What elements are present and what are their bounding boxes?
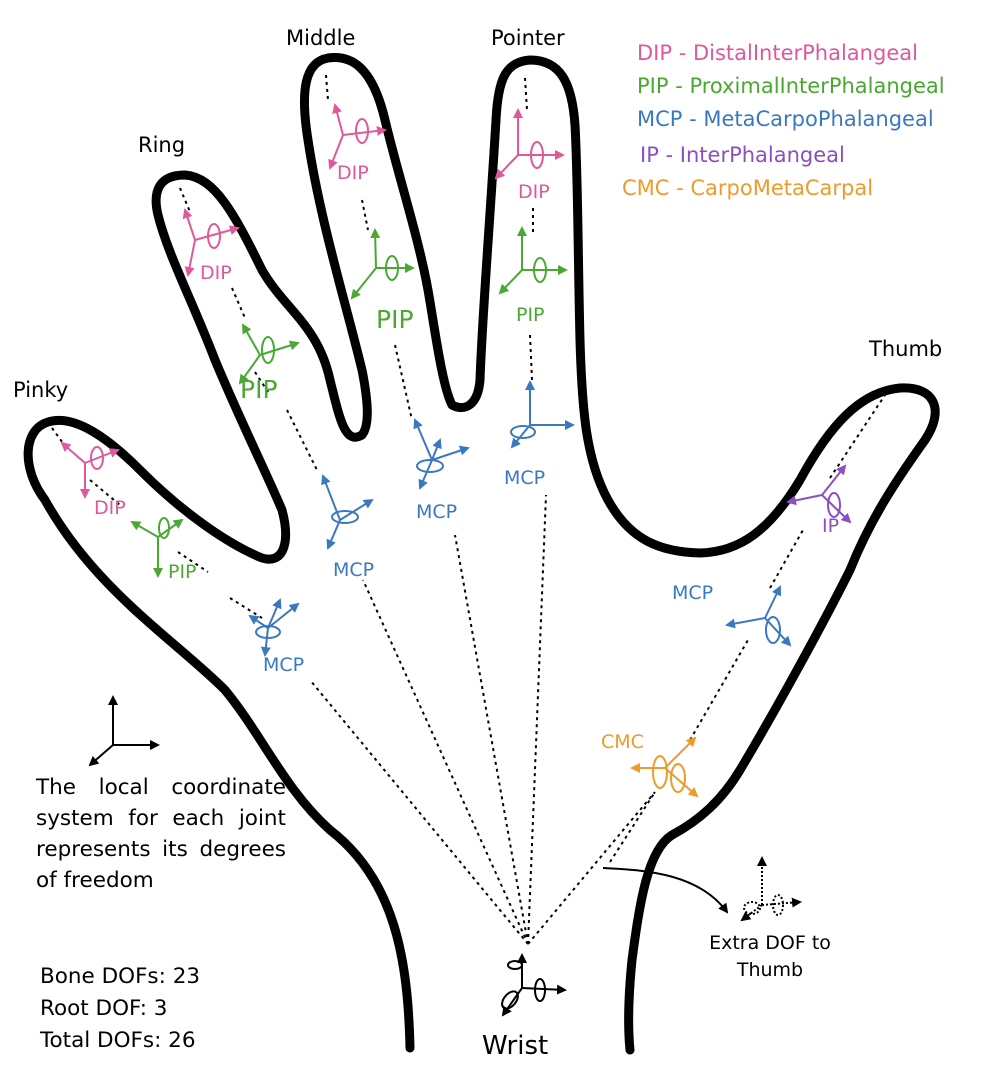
- ring-dip-frame: [182, 208, 240, 277]
- legend-cmc: CMC - CarpoMetaCarpal: [622, 176, 873, 200]
- wrist-frame: [501, 953, 567, 1017]
- finger-label-pointer: Pointer: [491, 26, 565, 50]
- middle-dip-frame: [328, 103, 387, 170]
- legend-ip: IP - InterPhalangeal: [640, 143, 845, 167]
- root-dof: Root DOF: 3: [40, 996, 168, 1021]
- bone-lines: [51, 74, 886, 945]
- joint-label-thumb-ip: IP: [822, 515, 839, 537]
- pinky-dip-frame: [60, 441, 120, 499]
- joint-label-ring-dip: DIP: [200, 262, 232, 284]
- total-dofs: Total DOFs: 26: [40, 1028, 196, 1053]
- middle-mcp-frame: [413, 418, 470, 490]
- joint-label-middle-pip: PIP: [376, 305, 414, 334]
- ring-pip-frame: [238, 323, 300, 385]
- joint-label-pointer-pip: PIP: [516, 304, 545, 326]
- legend-pip: PIP - ProximalInterPhalangeal: [637, 74, 945, 98]
- extra-dof-frame: [740, 856, 802, 922]
- dof-stats: Bone DOFs: 23 Root DOF: 3 Total DOFs: 26: [40, 961, 200, 1057]
- wrist-label: Wrist: [482, 1031, 548, 1061]
- hand-outline: [23, 53, 940, 1055]
- extra-dof-arrow: [602, 867, 729, 914]
- pointer-pip-frame: [498, 226, 568, 295]
- joint-label-pinky-mcp: MCP: [263, 654, 304, 676]
- joint-label-ring-pip: PIP: [240, 375, 278, 404]
- pointer-dip-frame: [494, 108, 565, 180]
- ring-mcp-frame: [321, 474, 374, 550]
- bone-dofs: Bone DOFs: 23: [40, 964, 201, 989]
- thumb-ip-frame: [786, 464, 852, 524]
- legend-mcp: MCP - MetaCarpoPhalangeal: [637, 107, 934, 131]
- pinky-pip-frame: [130, 517, 184, 578]
- finger-label-middle: Middle: [286, 26, 355, 50]
- joint-frames: [60, 103, 852, 1017]
- joint-label-ring-mcp: MCP: [333, 559, 374, 581]
- pointer-mcp-frame: [510, 380, 575, 449]
- extra-dof-label: Extra DOF to Thumb: [709, 932, 831, 981]
- joint-label-middle-dip: DIP: [337, 162, 369, 184]
- joint-label-pointer-mcp: MCP: [504, 467, 545, 489]
- joint-label-pinky-dip: DIP: [94, 497, 126, 519]
- joint-label-middle-mcp: MCP: [416, 501, 457, 523]
- coordinate-note: The local coordinate system for each joi…: [36, 775, 286, 893]
- legend-dip: DIP - DistalInterPhalangeal: [637, 41, 918, 65]
- joint-legend: DIP - DistalInterPhalangeal PIP - Proxim…: [622, 41, 945, 200]
- finger-label-thumb: Thumb: [868, 337, 942, 361]
- joint-label-pinky-pip: PIP: [168, 561, 197, 583]
- middle-pip-frame: [350, 228, 415, 300]
- joint-label-thumb-mcp: MCP: [672, 582, 713, 604]
- coordinate-system-icon: [88, 695, 160, 767]
- joint-label-pointer-dip: DIP: [518, 181, 550, 203]
- finger-label-ring: Ring: [138, 133, 185, 157]
- thumb-mcp-frame: [725, 585, 792, 647]
- finger-label-pinky: Pinky: [13, 378, 68, 402]
- thumb-cmc-frame: [630, 736, 699, 798]
- joint-label-thumb-cmc: CMC: [601, 731, 644, 753]
- pinky-mcp-frame: [248, 598, 300, 657]
